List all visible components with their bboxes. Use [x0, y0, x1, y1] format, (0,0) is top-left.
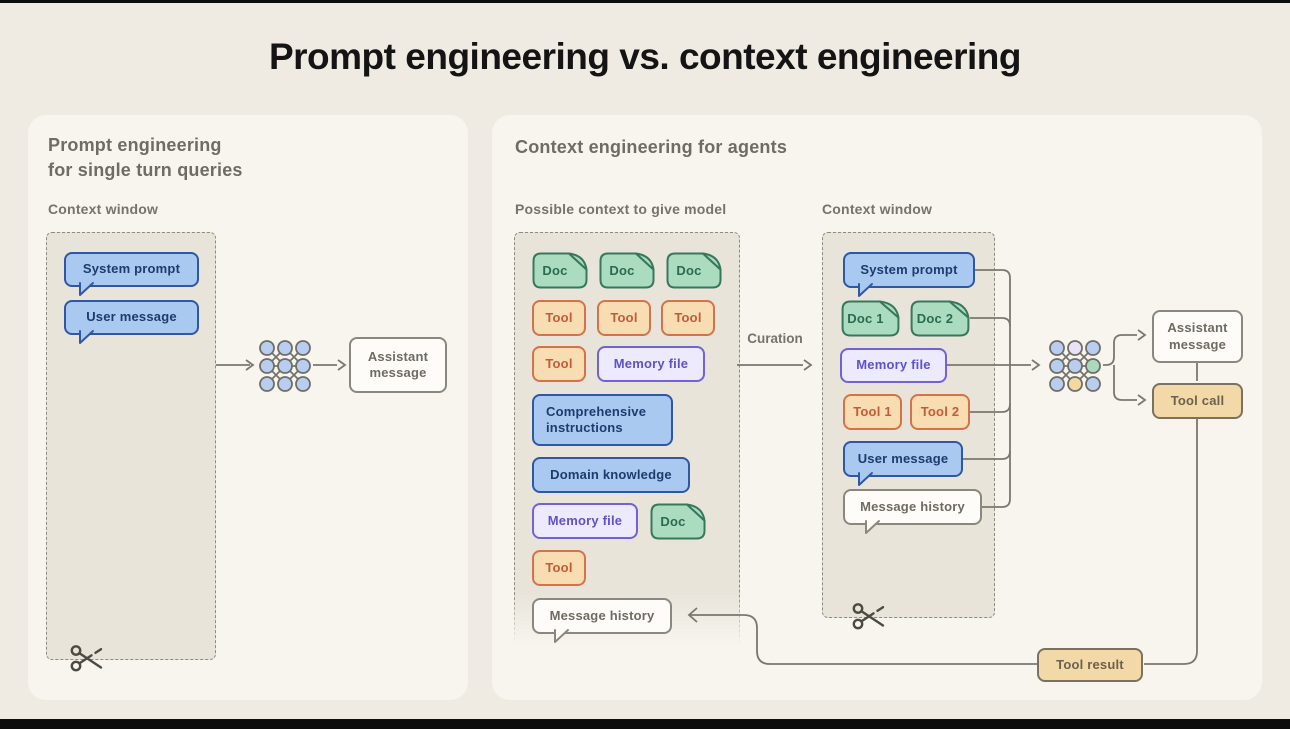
tool-label: Tool: [545, 309, 573, 325]
tool-box: Tool: [532, 300, 586, 336]
prompt-engineering-panel: Prompt engineering for single turn queri…: [28, 115, 468, 700]
memory-file-box: Memory file: [532, 503, 638, 539]
assistant-message-label: Assistant message: [1167, 320, 1228, 352]
speech-bubble-tail: [865, 520, 880, 534]
doc-file-icon: Doc 1: [841, 300, 900, 337]
user-message-bubble: User message: [843, 441, 963, 486]
tool-box: Tool 1: [843, 394, 902, 430]
left-panel-heading-line2: for single turn queries: [48, 159, 243, 180]
tool-box: Tool: [532, 346, 586, 382]
left-context-window-box: [46, 232, 216, 660]
tool-box: Tool 2: [910, 394, 970, 430]
memory-file-label: Memory file: [856, 357, 931, 373]
left-panel-heading-line1: Prompt engineering: [48, 135, 222, 155]
left-panel-heading: Prompt engineering for single turn queri…: [48, 133, 243, 183]
right-panel-heading: Context engineering for agents: [515, 137, 788, 157]
assistant-message-box: Assistant message: [349, 337, 447, 393]
message-history-label: Message history: [549, 607, 655, 623]
comprehensive-instructions-label: Comprehensive instructions: [546, 403, 647, 435]
tool-label: Tool 1: [853, 403, 892, 419]
context-engineering-panel: Context engineering for agents Possible …: [492, 115, 1262, 700]
message-history-label: Message history: [860, 498, 965, 514]
system-prompt-label: System prompt: [82, 261, 181, 277]
scissors-icon: [70, 645, 103, 672]
doc-file-icon: Doc: [532, 252, 588, 289]
tool-label: Tool 2: [920, 403, 960, 419]
user-message-bubble: User message: [64, 300, 199, 344]
doc-file-icon: Doc: [599, 252, 655, 289]
tool-result-box: Tool result: [1037, 648, 1143, 682]
neural-network-icon: [1049, 340, 1101, 392]
doc-label: Doc 2: [916, 311, 954, 326]
doc-label: Doc: [676, 263, 702, 278]
right-context-window-label: Context window: [822, 201, 933, 217]
tool-box: Tool: [661, 300, 715, 336]
doc-label: Doc 1: [847, 311, 884, 326]
tool-label: Tool: [610, 309, 638, 325]
system-prompt-label: System prompt: [860, 261, 958, 277]
tool-box: Tool: [532, 550, 586, 586]
possible-context-label: Possible context to give model: [515, 201, 727, 217]
doc-label: Doc: [660, 514, 686, 529]
tool-call-box: Tool call: [1152, 383, 1243, 419]
comprehensive-instructions-box: Comprehensive instructions: [532, 394, 673, 446]
system-prompt-bubble: System prompt: [64, 252, 199, 296]
bottom-black-bar: [0, 719, 1290, 729]
assistant-message-box: Assistant message: [1152, 310, 1243, 363]
memory-file-label: Memory file: [613, 355, 689, 371]
domain-knowledge-label: Domain knowledge: [550, 466, 672, 482]
curation-label: Curation: [747, 331, 803, 346]
message-history-bubble: Message history: [532, 598, 672, 643]
tool-box: Tool: [597, 300, 651, 336]
tool-label: Tool: [545, 355, 573, 371]
doc-file-icon: Doc 2: [910, 300, 970, 337]
doc-file-icon: Doc: [666, 252, 722, 289]
memory-file-label: Memory file: [547, 512, 623, 528]
system-prompt-bubble: System prompt: [843, 252, 975, 297]
neural-network-icon: [259, 340, 311, 392]
doc-label: Doc: [609, 263, 635, 278]
top-black-bar: [0, 0, 1290, 3]
speech-bubble-tail: [79, 330, 94, 344]
speech-bubble-tail: [554, 629, 569, 643]
tool-label: Tool: [545, 559, 573, 575]
doc-file-icon: Doc: [650, 503, 706, 540]
user-message-label: User message: [857, 450, 949, 466]
memory-file-box: Memory file: [840, 348, 947, 383]
message-history-bubble: Message history: [843, 489, 982, 534]
user-message-label: User message: [86, 309, 177, 325]
page-title: Prompt engineering vs. context engineeri…: [268, 36, 1022, 77]
scissors-icon: [852, 603, 885, 630]
assistant-message-label: Assistant message: [367, 348, 429, 380]
doc-label: Doc: [542, 263, 568, 278]
left-context-window-label: Context window: [48, 201, 159, 217]
tool-result-label: Tool result: [1056, 656, 1124, 672]
speech-bubble-tail: [858, 283, 873, 297]
speech-bubble-tail: [858, 472, 873, 486]
tool-call-label: Tool call: [1170, 392, 1225, 408]
tool-label: Tool: [674, 309, 702, 325]
domain-knowledge-box: Domain knowledge: [532, 457, 690, 493]
memory-file-box: Memory file: [597, 346, 705, 382]
speech-bubble-tail: [79, 282, 94, 296]
